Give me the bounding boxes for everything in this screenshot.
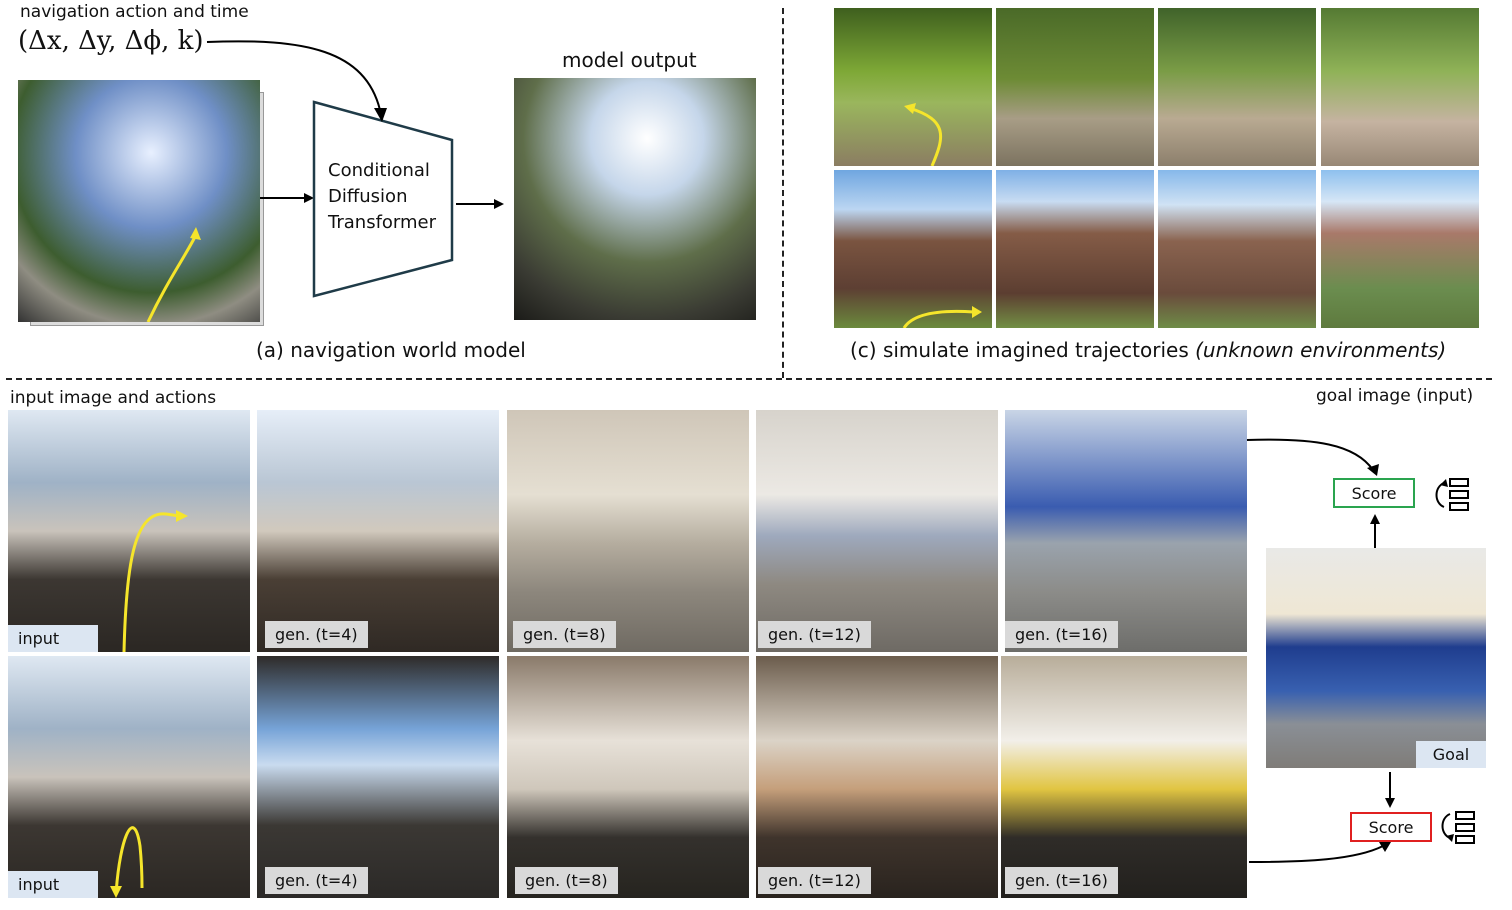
caption-c-italic: (unknown environments) (1195, 338, 1447, 362)
castle-frame-2 (996, 170, 1154, 328)
row1-gen-t16-frame: gen. (t=16) (1005, 410, 1247, 652)
forest-frame-3 (1158, 8, 1316, 166)
row2-label-1: gen. (t=4) (265, 867, 368, 894)
row2-to-score-arrow (1248, 842, 1391, 863)
row2-label-3: gen. (t=12) (758, 867, 871, 894)
action-label: navigation action and time (20, 2, 249, 22)
row2-gen-t8-frame: gen. (t=8) (507, 656, 749, 898)
caption-c-main: (c) simulate imagined trajectories (850, 338, 1189, 362)
rank-up-icon (1435, 478, 1469, 511)
goal-to-score-bad-arrow (1385, 772, 1395, 808)
forest-frame-2 (996, 8, 1154, 166)
row1-label-0: input (8, 625, 98, 652)
row1-label-2: gen. (t=8) (513, 621, 616, 648)
model-label-line1: Conditional (328, 160, 430, 181)
score-good-box: Score (1333, 478, 1415, 508)
diffusion-transformer-block (312, 100, 454, 298)
input-to-model-arrow (260, 193, 314, 203)
row1-to-score-arrow (1246, 438, 1379, 476)
model-to-output-arrow (456, 199, 504, 209)
castle-frame-4 (1321, 170, 1479, 328)
row1-gen-t12-frame: gen. (t=12) (756, 410, 998, 652)
action-formula: (Δx, Δy, Δϕ, k) (18, 26, 204, 56)
input-frame (18, 80, 260, 322)
action-to-model-arrow (206, 40, 387, 122)
model-output-frame (514, 78, 756, 320)
vertical-divider (782, 8, 784, 378)
input-title: input image and actions (10, 388, 217, 408)
row2-label-2: gen. (t=8) (515, 867, 618, 894)
horizontal-divider (6, 378, 1492, 380)
output-title: model output (562, 48, 697, 72)
row1-label-4: gen. (t=16) (1005, 621, 1118, 648)
goal-frame: Goal (1266, 548, 1486, 768)
row2-label-0: input (8, 871, 98, 898)
row2-label-4: gen. (t=16) (1005, 867, 1118, 894)
goal-title: goal image (input) (1316, 386, 1474, 406)
model-label-line2: Diffusion (328, 186, 408, 207)
goal-label: Goal (1416, 741, 1486, 768)
goal-to-score-good-arrow (1370, 514, 1380, 548)
row1-gen-t4-frame: gen. (t=4) (257, 410, 499, 652)
row2-gen-t4-frame: gen. (t=4) (257, 656, 499, 898)
row1-label-1: gen. (t=4) (265, 621, 368, 648)
row2-gen-t16-frame: gen. (t=16) (1001, 656, 1247, 898)
row1-gen-t8-frame: gen. (t=8) (507, 410, 749, 652)
caption-a: (a) navigation world model (256, 338, 526, 362)
row1-input-frame: input (8, 410, 250, 652)
caption-c: (c) simulate imagined trajectories (unkn… (850, 338, 1446, 362)
row2-input-frame: input (8, 656, 250, 898)
forest-frame-1 (834, 8, 992, 166)
row2-gen-t12-frame: gen. (t=12) (756, 656, 998, 898)
model-label-line3: Transformer (328, 212, 437, 233)
score-bad-box: Score (1350, 812, 1432, 842)
row1-label-3: gen. (t=12) (758, 621, 871, 648)
rank-down-icon (1441, 811, 1475, 844)
castle-frame-1 (834, 170, 992, 328)
forest-frame-4 (1321, 8, 1479, 166)
castle-frame-3 (1158, 170, 1316, 328)
